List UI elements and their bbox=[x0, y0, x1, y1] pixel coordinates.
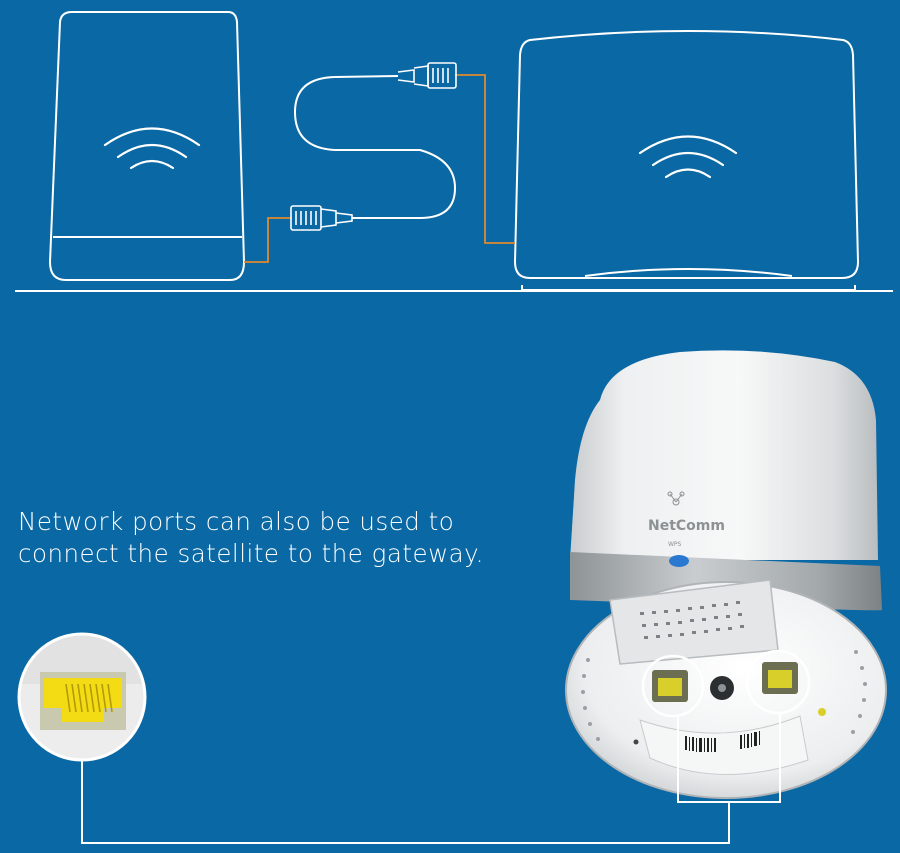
wps-label: WPS bbox=[668, 541, 682, 548]
wps-button bbox=[669, 555, 689, 567]
caption-line-1: Network ports can also be used to bbox=[18, 507, 455, 536]
ethernet-port-icon bbox=[17, 632, 147, 762]
netcomm-logo bbox=[667, 491, 685, 506]
satellite-device: NetComm WPS bbox=[565, 350, 887, 799]
ethernet-plug-icon bbox=[397, 62, 457, 89]
callout-lines bbox=[81, 713, 781, 844]
cable-leads bbox=[244, 74, 515, 263]
ethernet-plug-icon bbox=[290, 205, 353, 231]
ethernet-cable bbox=[293, 75, 457, 219]
brand-label: NetComm bbox=[648, 518, 725, 534]
caption-line-2: connect the satellite to the gateway. bbox=[18, 539, 484, 568]
wifi-icon bbox=[638, 135, 738, 179]
caption-text: Network ports can also be used to connec… bbox=[18, 506, 538, 570]
wifi-icon bbox=[103, 127, 201, 170]
satellite-outline bbox=[48, 11, 246, 281]
gateway-outline bbox=[513, 30, 860, 291]
port-highlight-circle bbox=[641, 654, 705, 718]
port-highlight-circle bbox=[745, 649, 811, 715]
